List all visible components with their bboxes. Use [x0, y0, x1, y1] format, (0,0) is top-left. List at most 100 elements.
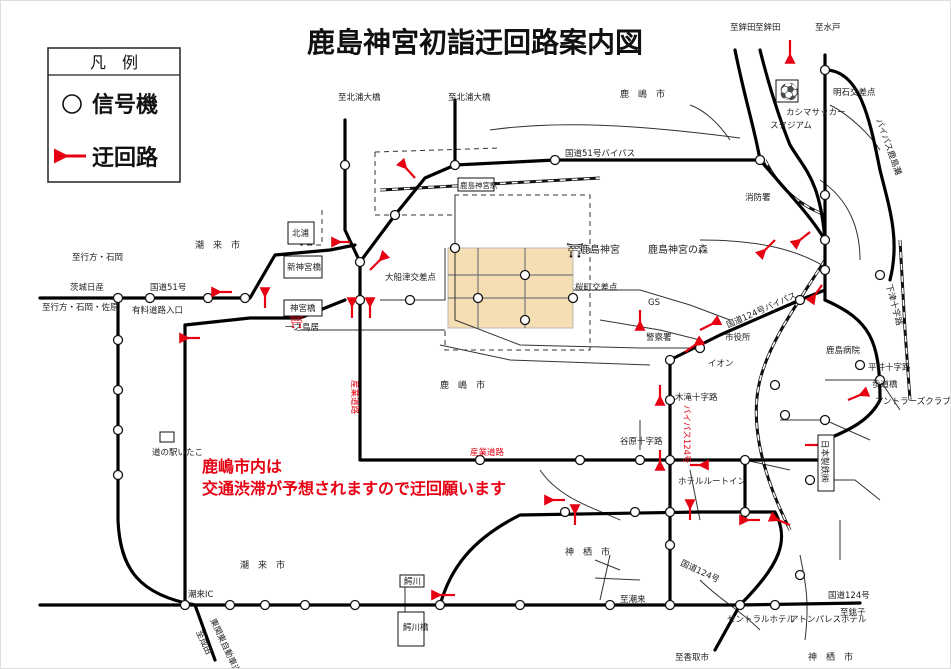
- signal-icon: [804, 474, 816, 486]
- label-city-kamisu-bottom: 神 栖 市: [808, 651, 853, 663]
- label-arikawa: 有料道路入口: [132, 305, 183, 316]
- label-hirai: 平井十字路: [868, 362, 911, 373]
- signal-icon: [739, 506, 751, 518]
- label-hokohashi: 歩道橋: [872, 379, 898, 390]
- signal-icon: [514, 599, 526, 611]
- label-hamasuka: 鰐川: [404, 576, 421, 587]
- signal-icon: [434, 599, 446, 611]
- city-boundaries: [300, 147, 591, 351]
- signal-icon: [472, 292, 484, 304]
- michinoeki-box: [159, 431, 175, 443]
- wanigawa-bridge-box: [397, 611, 425, 647]
- label-akeishi: 明石交差点: [833, 87, 876, 98]
- signal-icon: [519, 269, 531, 281]
- signal-icon: [349, 599, 361, 611]
- label-to-narita: 至成田: [193, 629, 214, 657]
- signal-icon: [354, 294, 366, 306]
- label-shrine: 鹿島神宮: [580, 243, 620, 256]
- label-route51-left: 国道51号: [150, 282, 186, 293]
- signal-icon: [202, 292, 214, 304]
- label-shin-jingu: 新神宮橋: [287, 262, 322, 273]
- label-antlers: アントラーズクラブハウス: [875, 396, 951, 407]
- label-kiyama: 木滝十字路: [675, 392, 718, 403]
- signal-icon: [819, 414, 831, 426]
- signal-icon: [779, 409, 791, 421]
- label-sangyo1: 産業道路: [349, 380, 360, 415]
- label-gs: GS: [648, 298, 660, 308]
- signal-icon: [854, 359, 866, 371]
- detour-arrow-icon: [805, 284, 823, 306]
- detour-arrow-icon: [767, 511, 791, 527]
- label-to-namegata: 至行方・石岡: [72, 252, 123, 263]
- signal-icon: [664, 454, 676, 466]
- soccer-ball-icon: ⚽: [778, 82, 799, 101]
- label-nippon-steel: 日本製鉄㈱: [819, 440, 830, 483]
- shin-jingu-box: [283, 255, 323, 279]
- label-city-hall: 市役所: [725, 332, 751, 343]
- label-to-itako: 至潮来: [620, 594, 646, 605]
- signal-icon: [634, 454, 646, 466]
- jingu-bridge-box: [283, 299, 323, 317]
- signal-icon: [389, 209, 401, 221]
- signal-icon: [567, 292, 579, 304]
- signal-icon: [664, 539, 676, 551]
- notice-line2: 交通渋滞が予想されますので迂回願います: [202, 479, 506, 498]
- signal-icon: [664, 394, 676, 406]
- signal-icon: [549, 154, 561, 166]
- signal-icon: [474, 454, 486, 466]
- nippon-steel-box: [817, 434, 835, 492]
- signal-icon: [819, 189, 831, 201]
- signal-icon: [449, 159, 461, 171]
- signal-icon: [819, 234, 831, 246]
- label-mito: 至水戸: [815, 22, 841, 33]
- signal-icon: [664, 506, 676, 518]
- detour-arrow-icon: [396, 157, 416, 179]
- label-kitaura-small: 北浦: [292, 228, 310, 239]
- signal-icon: [664, 599, 676, 611]
- label-route51-bypass: 国道51号バイパス: [565, 148, 635, 159]
- label-city-itako-bottom: 潮 来 市: [240, 559, 285, 571]
- signal-icon: [144, 292, 156, 304]
- label-stadium2: スタジアム: [770, 121, 812, 131]
- local-roads: [300, 104, 901, 641]
- label-michinoeki: 道の駅いたこ: [152, 447, 203, 458]
- torii-icon: ⛩: [289, 315, 304, 329]
- signal-icon: [664, 354, 676, 366]
- map-title: 鹿島神宮初詣迂回路案内図: [307, 26, 643, 59]
- shrine-area: [447, 247, 574, 329]
- signal-icon: [519, 314, 531, 326]
- detour-arrows: [179, 40, 871, 601]
- signal-icon: [179, 599, 191, 611]
- kitaura-bridge-box: [287, 221, 315, 245]
- signal-icon: [449, 242, 461, 254]
- label-ofunatsu: 大船津交差点: [385, 272, 437, 283]
- signal-icon: [404, 294, 416, 306]
- label-soba-crossing: 桜町交差点: [575, 282, 618, 293]
- label-hotel-route-inn: ホテルルートイン: [678, 477, 746, 487]
- label-ichinotorii: 一之鳥居: [285, 322, 319, 333]
- label-ibaraki-nissan: 茨城日産: [70, 282, 104, 293]
- label-hamasuka-bridge: 鰐川橋: [403, 622, 429, 633]
- station-box: [457, 177, 495, 192]
- signal-icon: [354, 256, 366, 268]
- legend-detour-label: 迂回路: [92, 145, 159, 171]
- label-to-namegata-sawara: 至行方・石岡・佐原: [42, 302, 119, 313]
- legend-signal-label: 信号機: [92, 92, 158, 118]
- label-hokota2: 至鉾田: [755, 22, 781, 33]
- label-kashima-hospital: 鹿島病院: [826, 345, 861, 356]
- label-city-kamisu: 神 栖 市: [565, 546, 610, 558]
- detour-arrow-icon: [699, 315, 723, 331]
- label-antonpalace: アトンパレスホテル: [790, 615, 867, 625]
- signal-icon: [794, 294, 806, 306]
- signal-icon: [739, 454, 751, 466]
- legend-heading: 凡 例: [90, 53, 138, 72]
- signal-icon: [112, 334, 124, 346]
- signal-icon: [694, 342, 706, 354]
- label-sangyo2: 産業道路: [470, 447, 505, 458]
- signal-icon: [574, 454, 586, 466]
- label-city-kashima-mid: 鹿 嶋 市: [440, 379, 485, 391]
- detour-arrow-icon: [847, 386, 871, 402]
- label-central-hotel: セントラルホテル: [727, 615, 796, 625]
- label-kitaura-bridge2: 至北浦大橋: [448, 92, 491, 103]
